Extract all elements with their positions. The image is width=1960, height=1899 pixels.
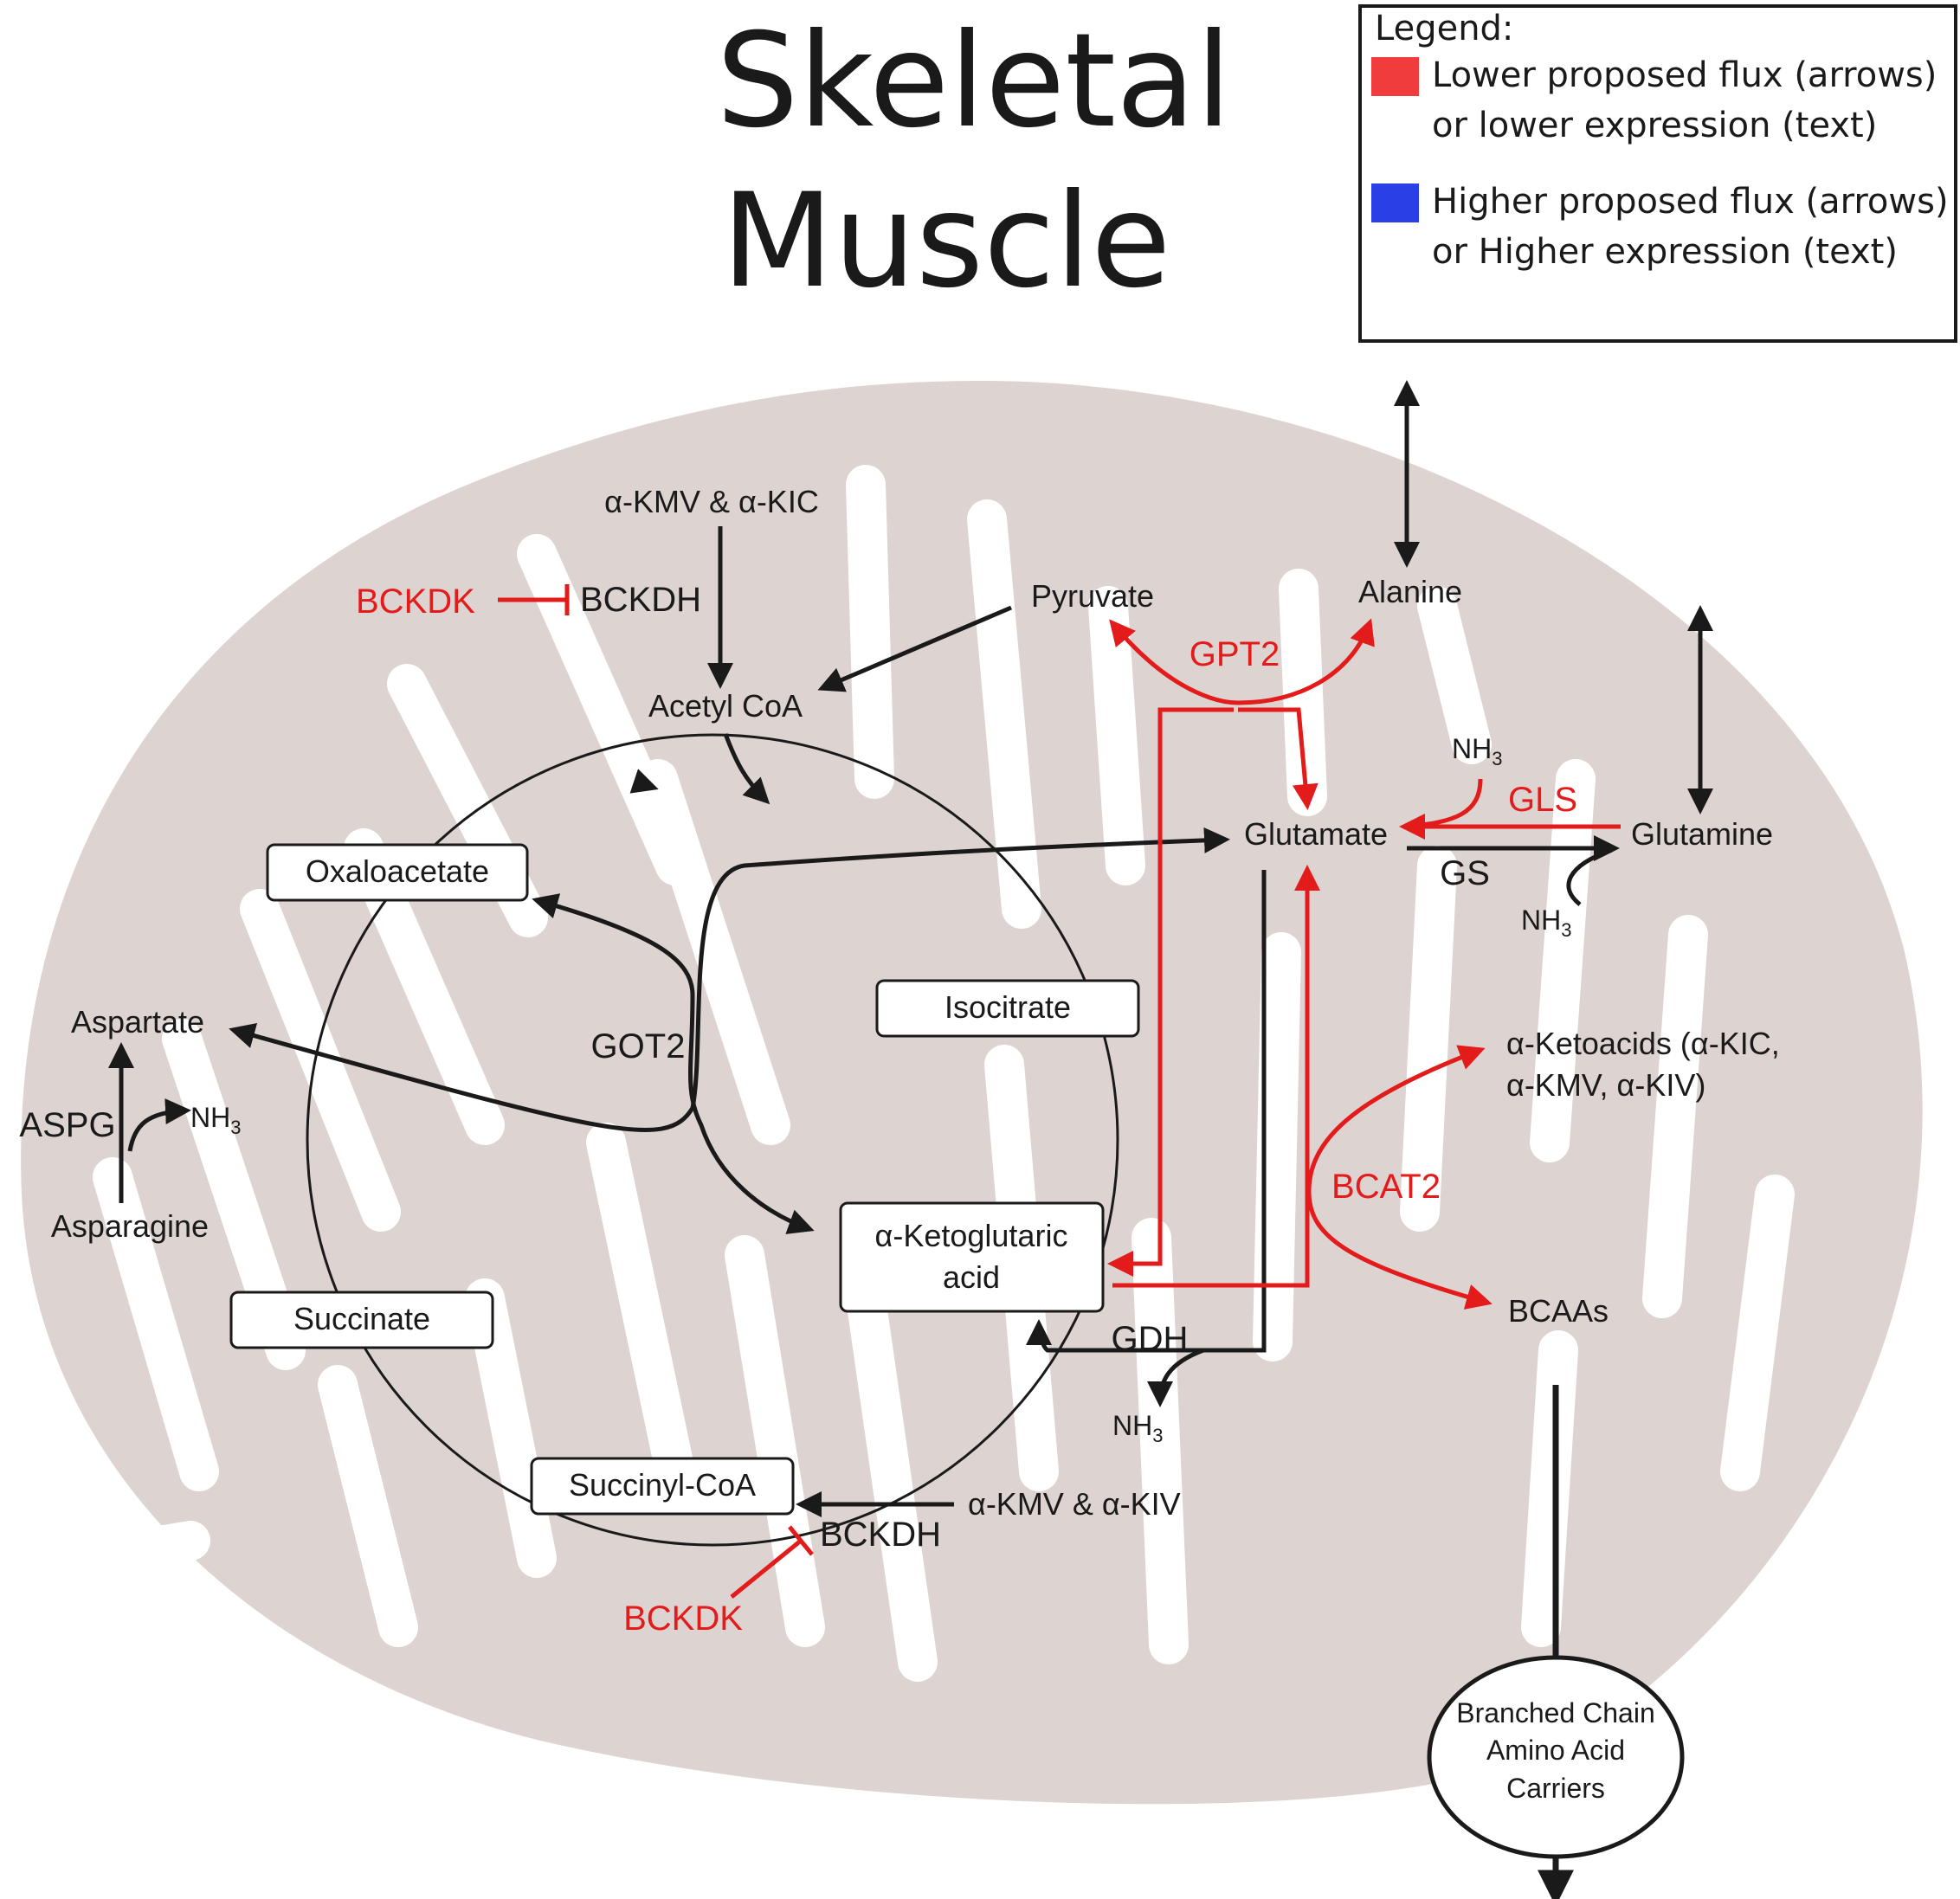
title-line1: Skeletal — [716, 6, 1231, 157]
ketoacids-label-line1: α-Ketoacids (α-KIC, — [1506, 1026, 1780, 1061]
acetyl-coa-label: Acetyl CoA — [648, 688, 803, 724]
bckdh-top-label: BCKDH — [580, 581, 701, 619]
succinyl-coa-label: Succinyl-CoA — [569, 1467, 756, 1503]
nh3-gs-label: NH3 — [1521, 904, 1571, 941]
legend-lower-line2: or lower expression (text) — [1432, 106, 1877, 145]
legend-swatch-higher — [1371, 183, 1419, 222]
bckdk-bottom-label: BCKDK — [623, 1600, 743, 1638]
legend-higher-line2: or Higher expression (text) — [1432, 232, 1898, 272]
inhibition-bckdk-bckdh-bottom — [730, 1539, 803, 1599]
carrier-label-line3: Carriers — [1506, 1773, 1605, 1804]
arrow-pyruvate-to-acetylcoa — [817, 605, 1012, 692]
arrow-red-bcat2-glutamate-akg — [1112, 865, 1320, 1288]
arrow-acetylcoa-into-cycle — [723, 733, 770, 805]
tca-cycle-ring — [306, 733, 1119, 1547]
isocitrate-box — [875, 979, 1140, 1038]
bckdk-top-label: BCKDK — [356, 583, 475, 621]
akg-label-line2: acid — [943, 1259, 1000, 1295]
akg-box — [839, 1201, 1105, 1313]
nh3-gdh-label: NH3 — [1112, 1410, 1163, 1446]
glutamate-label: Glutamate — [1244, 816, 1388, 852]
ketoacids-label-line2: α-KMV, α-KIV) — [1506, 1067, 1705, 1103]
legend-heading: Legend: — [1375, 9, 1513, 48]
arrow-red-bcat2-ketoacids-bcaas — [1306, 1045, 1493, 1310]
enzyme-labels: BCKDK BCKDH GPT2 GLS GS GOT2 ASPG BCAT2 … — [19, 581, 1577, 1638]
got2-label: GOT2 — [591, 1027, 686, 1065]
aspg-label: ASPG — [19, 1106, 115, 1144]
inhibition-bar-bottom — [788, 1525, 814, 1556]
arrow-gdh-glutamate-to-akg — [1026, 870, 1267, 1353]
metabolite-labels: α-KMV & α-KIC Acetyl CoA Pyruvate Alanin… — [51, 484, 1780, 1522]
oxaloacetate-box — [266, 843, 529, 902]
arrow-gdh-nh3-release — [1147, 1348, 1204, 1407]
arrow-aspg-nh3-release — [127, 1098, 191, 1152]
bcaas-label: BCAAs — [1508, 1293, 1609, 1329]
asparagine-label: Asparagine — [51, 1208, 209, 1244]
arrow-red-gpt2-to-akg — [1107, 707, 1234, 1277]
arrow-red-gpt2-pyruvate-alanine — [1109, 618, 1375, 705]
carrier-label-line2: Amino Acid — [1486, 1735, 1625, 1766]
succinate-label: Succinate — [293, 1301, 430, 1336]
nh3-aspg-label: NH3 — [190, 1102, 241, 1138]
oxaloacetate-label: Oxaloacetate — [306, 853, 489, 889]
metabolite-boxes: Oxaloacetate Isocitrate α-Ketoglutaric a… — [229, 843, 1140, 1516]
isocitrate-label: Isocitrate — [945, 989, 1071, 1025]
inhibitions — [498, 584, 814, 1599]
arrow-got2-oxaloacetate-akg — [532, 893, 815, 1234]
akmv-akiv-label: α-KMV & α-KIV — [968, 1486, 1181, 1522]
gls-label: GLS — [1508, 781, 1577, 819]
arrow-gs-nh3-input — [1566, 847, 1613, 906]
red-flux-arrows — [1107, 618, 1621, 1310]
title-line2: Muscle — [721, 166, 1170, 317]
bcaa-carrier: Branched Chain Amino Acid Carriers — [1427, 1655, 1685, 1859]
aspartate-label: Aspartate — [71, 1004, 204, 1040]
carrier-ellipse — [1427, 1655, 1685, 1859]
legend: Legend: Lower proposed flux (arrows) or … — [1358, 4, 1957, 343]
legend-lower-line1: Lower proposed flux (arrows) — [1432, 55, 1937, 95]
gpt2-label: GPT2 — [1190, 635, 1280, 673]
gdh-label: GDH — [1112, 1320, 1189, 1358]
bckdh-bottom-label: BCKDH — [820, 1516, 941, 1554]
legend-swatch-lower — [1371, 57, 1419, 96]
nh3-gls-label: NH3 — [1452, 733, 1502, 769]
bcat2-label: BCAT2 — [1331, 1168, 1441, 1206]
succinyl-coa-box — [530, 1457, 795, 1516]
alanine-label: Alanine — [1358, 574, 1462, 609]
akmv-akic-label: α-KMV & α-KIC — [604, 484, 819, 519]
succinate-box — [229, 1291, 494, 1349]
carrier-label-line1: Branched Chain — [1456, 1697, 1654, 1728]
akg-label-line1: α-Ketoglutaric — [875, 1218, 1068, 1253]
glutamine-label: Glutamine — [1631, 816, 1773, 852]
arrow-red-gpt2-to-glutamate — [1238, 707, 1318, 810]
tca-entry-arrow — [629, 769, 659, 794]
gs-label: GS — [1440, 854, 1490, 892]
tca-cycle — [306, 733, 1119, 1547]
arrow-red-gls-nh3 — [1406, 778, 1483, 829]
legend-frame — [1358, 4, 1957, 343]
pyruvate-label: Pyruvate — [1031, 578, 1154, 614]
legend-higher-line1: Higher proposed flux (arrows) — [1432, 182, 1949, 222]
